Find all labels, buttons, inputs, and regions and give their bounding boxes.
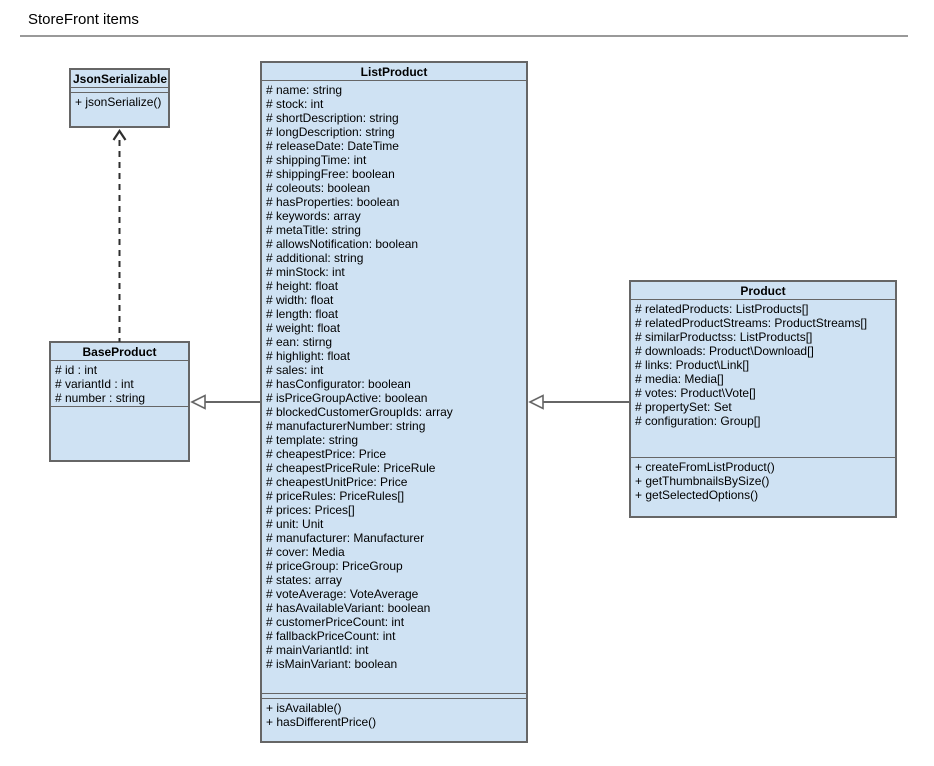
class-member: # number : string bbox=[55, 391, 146, 405]
class-member: # variantId : int bbox=[55, 377, 134, 391]
class-title: ListProduct bbox=[360, 65, 428, 79]
class-member: # sales: int bbox=[266, 363, 324, 377]
class-member: # keywords: array bbox=[266, 209, 361, 223]
class-title: Product bbox=[740, 284, 786, 298]
class-member: # releaseDate: DateTime bbox=[266, 139, 399, 153]
class-member: # hasAvailableVariant: boolean bbox=[266, 601, 431, 615]
class-member: # cover: Media bbox=[266, 545, 345, 559]
methods-compartment: + isAvailable()+ hasDifferentPrice() bbox=[262, 699, 526, 741]
class-member: # hasConfigurator: boolean bbox=[266, 377, 411, 391]
class-title: JsonSerializable bbox=[73, 72, 168, 86]
class-member: # unit: Unit bbox=[266, 517, 324, 531]
class-member: # shippingTime: int bbox=[266, 153, 367, 167]
attributes-compartment: # id : int# variantId : int# number : st… bbox=[51, 360, 188, 406]
class-member: + getThumbnailsBySize() bbox=[635, 474, 770, 488]
class-jsonserializable[interactable]: JsonSerializable + jsonSerialize() bbox=[69, 68, 170, 128]
class-member: # id : int bbox=[55, 363, 98, 377]
class-member: + createFromListProduct() bbox=[635, 460, 775, 474]
class-member: + jsonSerialize() bbox=[75, 95, 162, 109]
class-member: # media: Media[] bbox=[635, 372, 724, 386]
class-member: # allowsNotification: boolean bbox=[266, 237, 419, 251]
realization-connector-baseproduct-jsonserializable[interactable] bbox=[110, 128, 130, 343]
class-member: # weight: float bbox=[266, 321, 341, 335]
class-member: # width: float bbox=[266, 293, 334, 307]
page-title: StoreFront items bbox=[28, 11, 139, 28]
compartment-separator bbox=[71, 87, 168, 93]
class-member: + isAvailable() bbox=[266, 701, 342, 715]
class-member: # fallbackPriceCount: int bbox=[266, 629, 396, 643]
class-member: # downloads: Product\Download[] bbox=[635, 344, 814, 358]
class-member: # cheapestPrice: Price bbox=[266, 447, 387, 461]
class-member: # hasProperties: boolean bbox=[266, 195, 400, 209]
class-member: # voteAverage: VoteAverage bbox=[266, 587, 419, 601]
class-member: # ean: stirng bbox=[266, 335, 333, 349]
methods-compartment bbox=[51, 406, 188, 460]
class-member: # metaTitle: string bbox=[266, 223, 361, 237]
class-title: BaseProduct bbox=[82, 345, 157, 359]
class-product[interactable]: Product # relatedProducts: ListProducts[… bbox=[629, 280, 897, 518]
class-member: # manufacturer: Manufacturer bbox=[266, 531, 425, 545]
class-member: # isPriceGroupActive: boolean bbox=[266, 391, 428, 405]
class-member: + hasDifferentPrice() bbox=[266, 715, 377, 729]
class-member: # length: float bbox=[266, 307, 339, 321]
compartment-separator bbox=[262, 693, 526, 699]
class-member: # configuration: Group[] bbox=[635, 414, 761, 428]
class-member: # mainVariantId: int bbox=[266, 643, 369, 657]
class-member: # manufacturerNumber: string bbox=[266, 419, 426, 433]
class-member: # template: string bbox=[266, 433, 359, 447]
class-member: + getSelectedOptions() bbox=[635, 488, 759, 502]
class-member: # priceRules: PriceRules[] bbox=[266, 489, 405, 503]
class-member: # cheapestPriceRule: PriceRule bbox=[266, 461, 436, 475]
class-member: # similarProductss: ListProducts[] bbox=[635, 330, 813, 344]
class-member: # shippingFree: boolean bbox=[266, 167, 395, 181]
attributes-compartment: # relatedProducts: ListProducts[]# relat… bbox=[631, 299, 895, 457]
class-member: # isMainVariant: boolean bbox=[266, 657, 398, 671]
class-member: # propertySet: Set bbox=[635, 400, 732, 414]
generalization-connector-product-listproduct[interactable] bbox=[528, 393, 630, 411]
class-member: # customerPriceCount: int bbox=[266, 615, 405, 629]
attributes-compartment: # name: string# stock: int# shortDescrip… bbox=[262, 80, 526, 693]
class-member: # minStock: int bbox=[266, 265, 345, 279]
class-member: # cheapestUnitPrice: Price bbox=[266, 475, 408, 489]
class-member: # blockedCustomerGroupIds: array bbox=[266, 405, 453, 419]
class-member: # stock: int bbox=[266, 97, 324, 111]
class-member: # highlight: float bbox=[266, 349, 351, 363]
class-member: # name: string bbox=[266, 83, 343, 97]
class-member: # votes: Product\Vote[] bbox=[635, 386, 756, 400]
class-member: # priceGroup: PriceGroup bbox=[266, 559, 403, 573]
class-member: # height: float bbox=[266, 279, 339, 293]
class-listproduct[interactable]: ListProduct # name: string# stock: int# … bbox=[260, 61, 528, 743]
class-baseproduct[interactable]: BaseProduct # id : int# variantId : int#… bbox=[49, 341, 190, 462]
class-member: # shortDescription: string bbox=[266, 111, 399, 125]
class-member: # relatedProducts: ListProducts[] bbox=[635, 302, 809, 316]
class-member: # additional: string bbox=[266, 251, 364, 265]
class-member: # relatedProductStreams: ProductStreams[… bbox=[635, 316, 868, 330]
class-member: # longDescription: string bbox=[266, 125, 395, 139]
methods-compartment: + createFromListProduct()+ getThumbnails… bbox=[631, 457, 895, 516]
class-member: # links: Product\Link[] bbox=[635, 358, 750, 372]
generalization-connector-listproduct-baseproduct[interactable] bbox=[190, 393, 262, 411]
class-member: # states: array bbox=[266, 573, 343, 587]
title-rule bbox=[20, 35, 908, 37]
methods-compartment: + jsonSerialize() bbox=[71, 93, 168, 126]
class-member: # coleouts: boolean bbox=[266, 181, 371, 195]
class-member: # prices: Prices[] bbox=[266, 503, 355, 517]
